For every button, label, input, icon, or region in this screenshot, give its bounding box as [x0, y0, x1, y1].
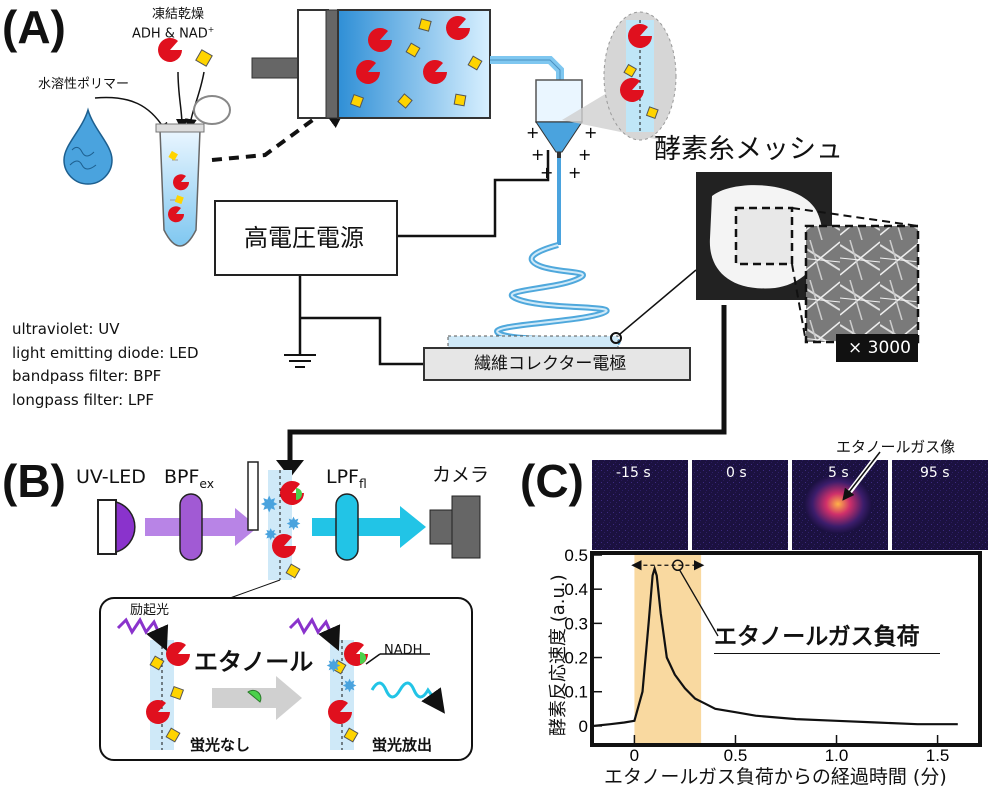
- chart-y-label: 酵素反応速度 (a.u.): [548, 574, 569, 736]
- sem-image: [804, 224, 920, 344]
- y-tick-label: 0.3: [564, 614, 588, 633]
- chart-x-label: エタノールガス負荷からの経過時間 (分): [604, 766, 947, 788]
- power-supply-box: 高電圧電源: [214, 200, 398, 276]
- gas-load-label: エタノールガス負荷: [714, 626, 940, 654]
- svg-text:✸: ✸: [326, 656, 341, 677]
- svg-text:+: +: [526, 123, 539, 142]
- rate-series-line: [593, 564, 958, 727]
- frame-image-1: [692, 460, 788, 550]
- x-tick-label: 0: [630, 746, 639, 765]
- camera-label: カメラ: [432, 464, 490, 486]
- mesh-title: 酵素糸メッシュ: [654, 134, 843, 165]
- y-tick-label: 0.5: [564, 546, 588, 565]
- syringe: [251, 9, 564, 119]
- fiber-spiral: [494, 242, 621, 347]
- range-leader-line: [679, 569, 719, 637]
- svg-text:✸: ✸: [342, 676, 357, 697]
- svg-text:✸: ✸: [264, 525, 277, 544]
- enzyme-label: ADH & NAD+: [132, 25, 215, 42]
- polymer-label: 水溶性ポリマー: [38, 77, 130, 92]
- nadh-label: NADH: [384, 643, 423, 658]
- camera-lens: [429, 509, 453, 545]
- gas-load-band: [634, 555, 702, 743]
- svg-text:+: +: [531, 145, 544, 164]
- camera-body: [451, 495, 481, 559]
- ethanol-label: エタノール: [194, 648, 314, 676]
- svg-text:+: +: [568, 163, 581, 182]
- abbreviation-list: ultraviolet: UV light emitting diode: LE…: [12, 318, 199, 412]
- abbreviation-item: bandpass filter: BPF: [12, 367, 162, 385]
- gas-image-title: エタノールガス像: [836, 438, 956, 456]
- y-tick-label: 0.4: [564, 580, 588, 599]
- frame-label: 5 s: [828, 465, 849, 481]
- panel-c: 0 0.1 0.2 0.3 0.4 0.5 0 0.5 1.0 1.5: [564, 450, 988, 765]
- enzyme-icon: [158, 37, 182, 62]
- svg-text:✸: ✸: [286, 514, 301, 535]
- collector-electrode: [423, 347, 691, 381]
- excitation-label: 励起光: [130, 603, 170, 618]
- abbreviation-item: light emitting diode: LED: [12, 343, 199, 362]
- polymer-droplet-icon: [63, 107, 113, 185]
- mechanism-box: [99, 597, 473, 761]
- lpf-filter: [335, 493, 359, 561]
- power-supply-label: 高電圧電源: [244, 224, 364, 252]
- svg-text:+: +: [578, 145, 591, 164]
- y-tick-label: 0.1: [564, 683, 588, 702]
- spray-nozzle: + + + + + +: [526, 79, 597, 245]
- frame-label: 95 s: [920, 465, 950, 481]
- y-tick-label: 0: [579, 717, 588, 736]
- freeze-dried-label: 凍結乾燥: [152, 7, 205, 22]
- svg-text:✸: ✸: [260, 493, 278, 518]
- abbreviation-item: longpass filter: LPF: [12, 390, 154, 409]
- panel-label-a: (A): [2, 1, 66, 53]
- range-marker: [672, 559, 684, 572]
- frame-label: 0 s: [726, 465, 747, 481]
- uv-led-body: [97, 499, 117, 555]
- x-tick-label: 0.5: [724, 746, 748, 765]
- svg-text:+: +: [540, 163, 553, 182]
- panel-b: ✸ ✸ ✸ ✸ ✸: [97, 461, 481, 761]
- frame-label: -15 s: [616, 465, 651, 481]
- lpf-label: LPFfl: [326, 466, 367, 491]
- bpf-label: BPFex: [164, 466, 215, 491]
- sample-tube: [155, 95, 231, 247]
- abbreviation-item: ultraviolet: UV: [12, 320, 120, 338]
- panel-label-c: (C): [520, 455, 584, 507]
- no-fluorescence-label: 蛍光なし: [190, 736, 251, 754]
- svg-text:+: +: [584, 123, 597, 142]
- frame-image-0: [592, 460, 688, 550]
- uv-led-label: UV-LED: [76, 466, 146, 488]
- collector-label: 繊維コレクター電極: [474, 354, 627, 374]
- y-tick-label: 0.2: [564, 649, 588, 668]
- bpf-filter: [179, 493, 203, 561]
- panel-a: + + + + + +: [63, 9, 920, 478]
- rate-chart: 0 0.1 0.2 0.3 0.4 0.5 0 0.5 1.0 1.5: [564, 546, 958, 765]
- magnification-label: × 3000: [848, 338, 911, 358]
- x-tick-label: 1.5: [926, 746, 950, 765]
- cofactor-icon: [195, 49, 213, 67]
- uv-led-dome: [115, 501, 136, 553]
- frame-image-3: [892, 460, 988, 550]
- x-tick-label: 1.0: [825, 746, 849, 765]
- fluorescence-label: 蛍光放出: [372, 736, 433, 754]
- panel-label-b: (B): [2, 455, 66, 507]
